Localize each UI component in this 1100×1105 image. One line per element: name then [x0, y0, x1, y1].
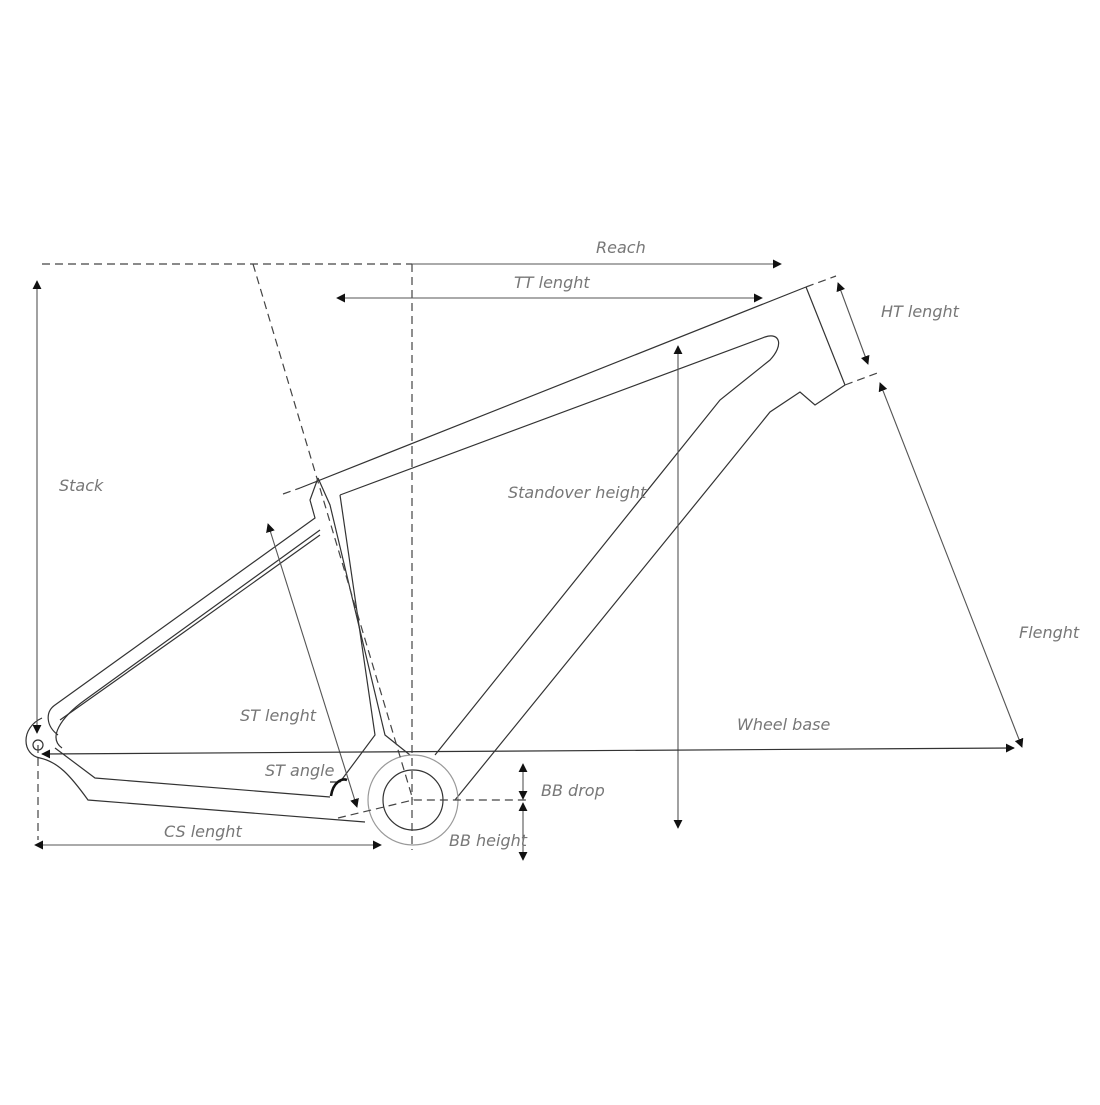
standover-height-label: Standover height [508, 483, 647, 502]
flength-arrow [878, 382, 1024, 748]
tt-length-label: TT lenght [514, 273, 590, 292]
top-tube-top-edge [299, 286, 807, 489]
bb-drop-label: BB drop [541, 781, 605, 800]
head-tube-front [805, 286, 846, 386]
seat-stay [59, 534, 321, 721]
st-length-arrow [266, 523, 359, 808]
st-length-label: ST lenght [240, 706, 317, 725]
dimension-arrows [32, 259, 1024, 861]
cs-length-label: CS lenght [164, 822, 242, 841]
ht-length-arrow [836, 282, 870, 365]
bb-height-label: BB height [449, 831, 528, 850]
st-angle-label: ST angle [265, 761, 335, 780]
bike-frame [25, 275, 881, 846]
seat-tube-rear [47, 477, 319, 736]
stack-label: Stack [59, 476, 104, 495]
reach-label: Reach [596, 238, 646, 257]
flength-label: Flenght [1019, 623, 1080, 642]
wheel-base-arrow [41, 743, 1015, 759]
chain-stay [25, 717, 366, 823]
wheel-base-label: Wheel base [737, 715, 831, 734]
top-tube-bottom-edge [339, 335, 780, 756]
seat-tube-front [330, 494, 376, 783]
ht-length-label: HT lenght [881, 302, 959, 321]
